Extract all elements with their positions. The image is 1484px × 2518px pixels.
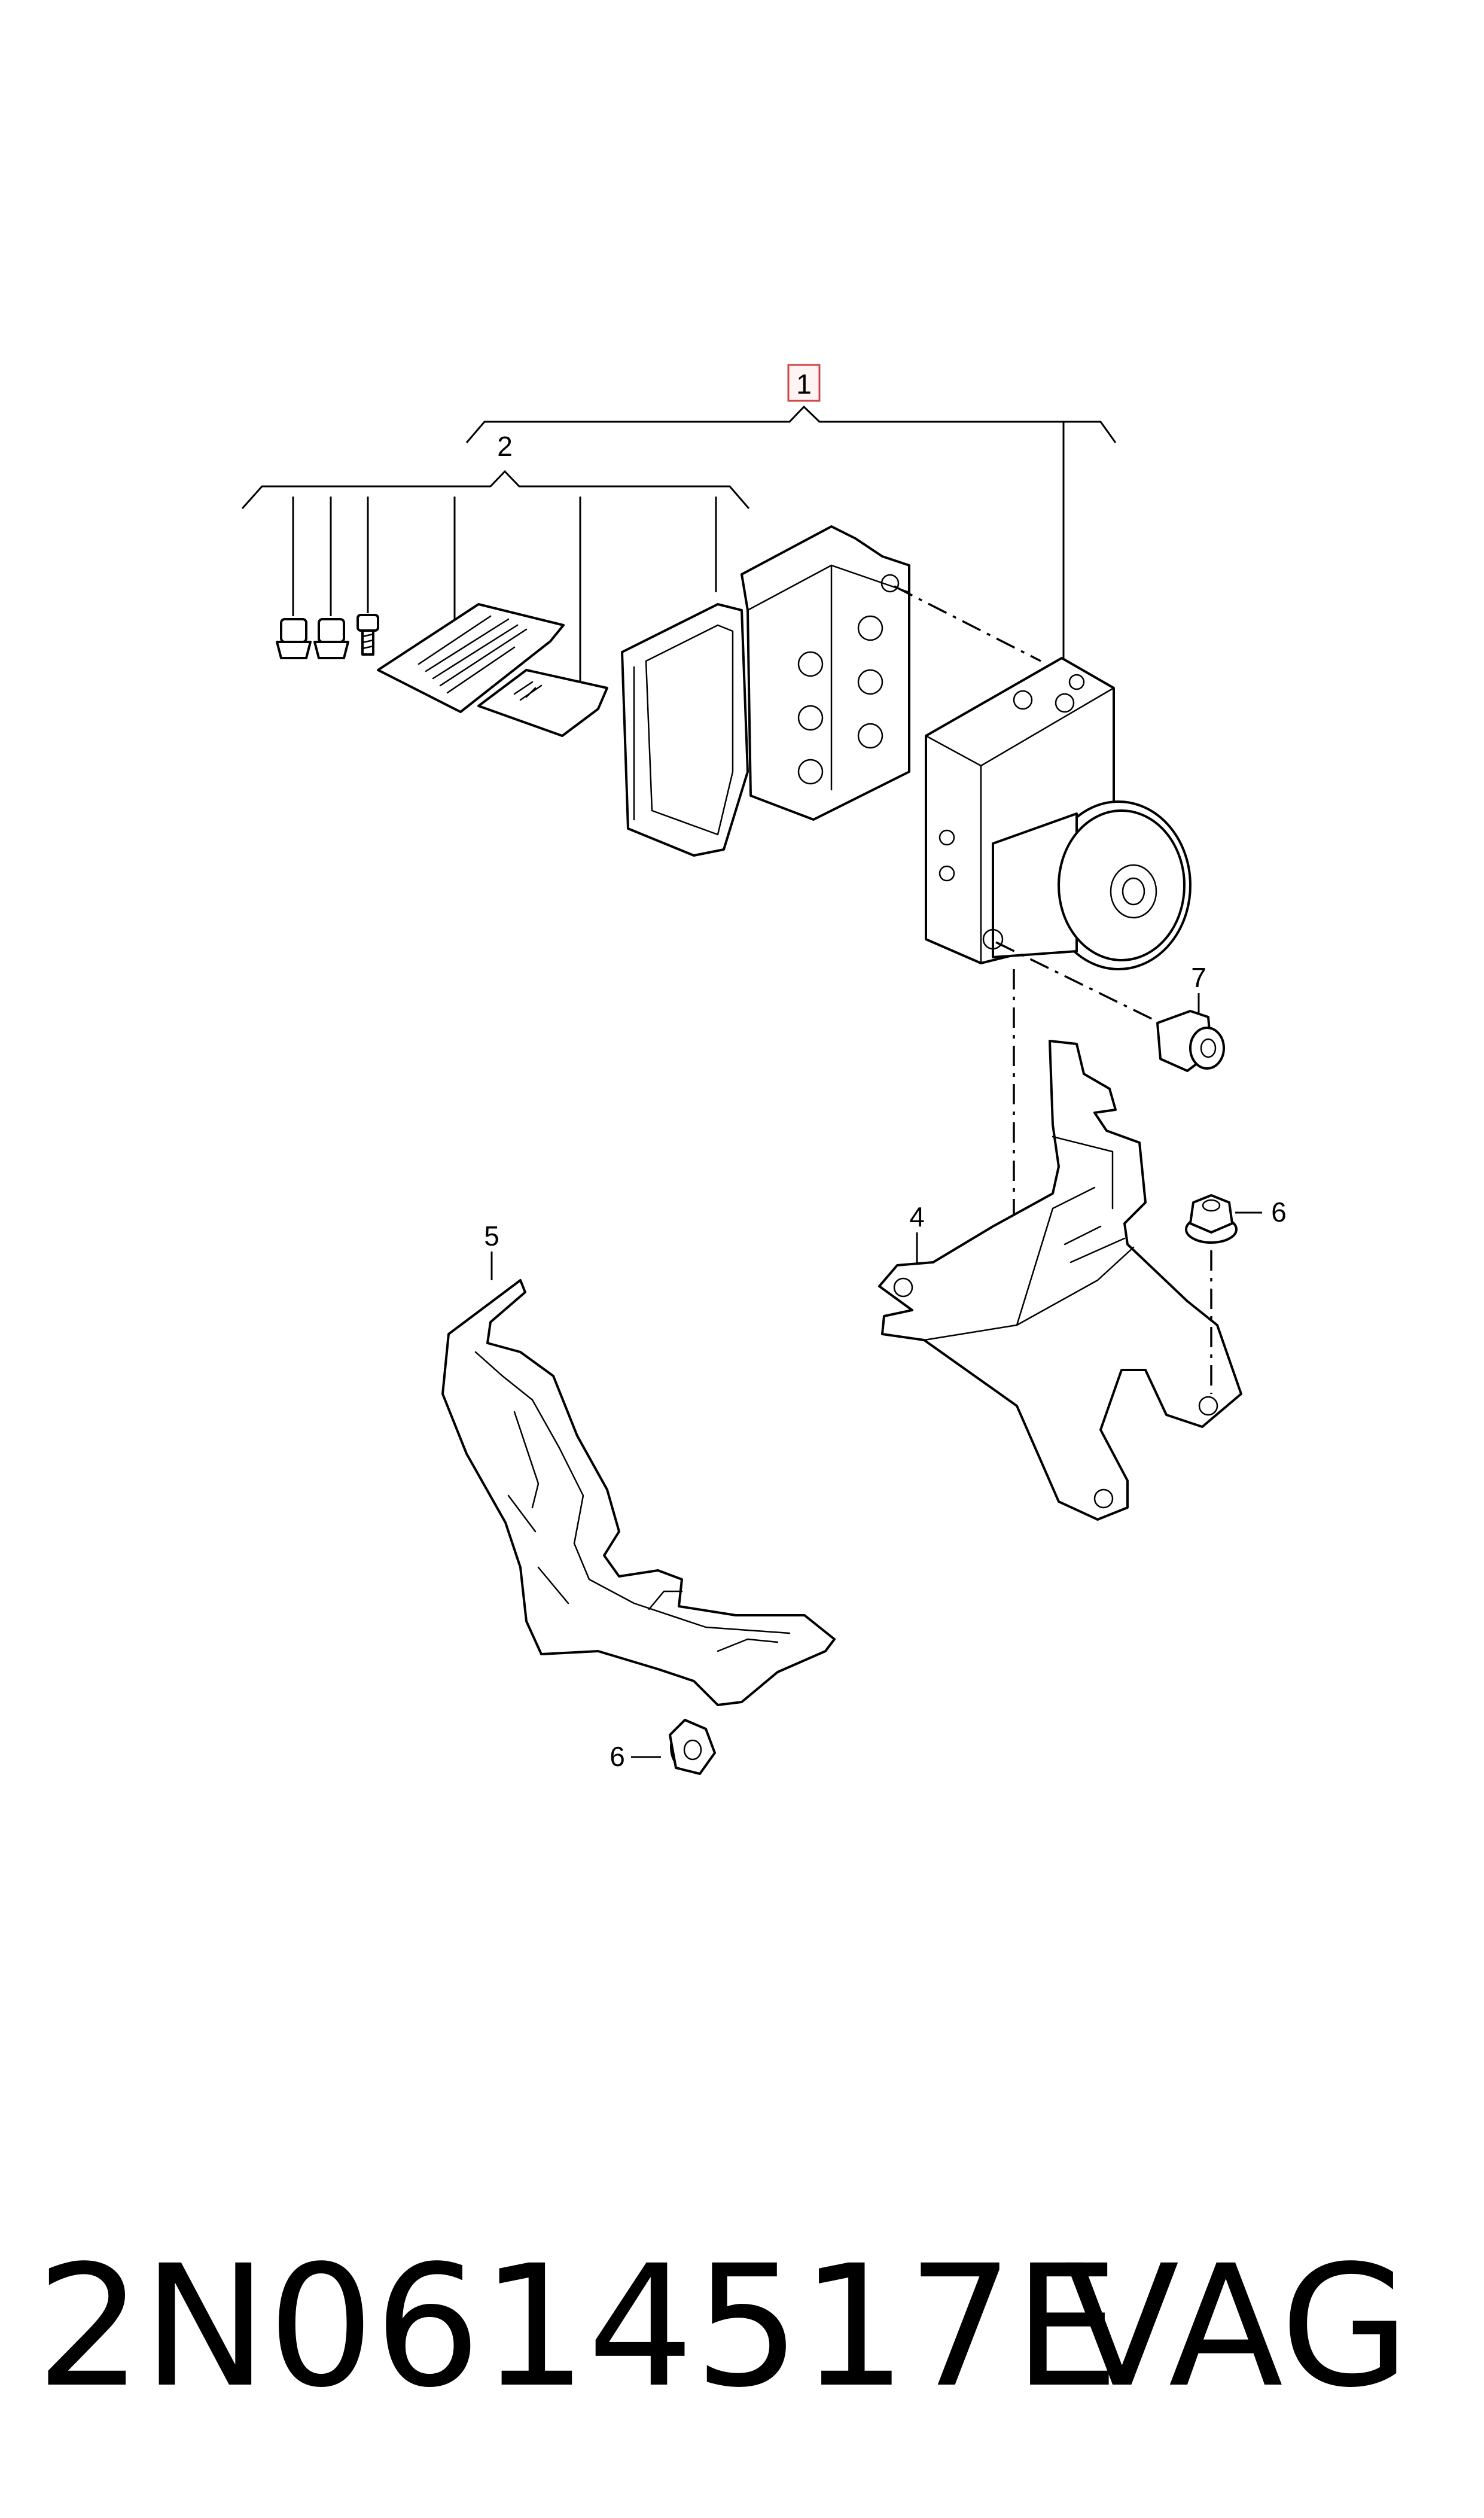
label-sticker-icon[interactable]	[477, 669, 608, 737]
brand-name: VAG	[1065, 2230, 1410, 2425]
callout-6-upper-label: 6	[1271, 1196, 1287, 1228]
bolt-icon[interactable]	[356, 614, 379, 656]
caption: 2N0614517EVAG	[36, 2213, 1459, 2441]
callout-5-label: 5	[484, 1220, 499, 1252]
flange-nut-upper-icon[interactable]	[1185, 1194, 1238, 1244]
bracket-2	[241, 470, 750, 509]
grommet-icon[interactable]	[1156, 1010, 1225, 1072]
callout-7-group[interactable]: 7	[1191, 962, 1206, 1017]
flange-nut-lower-icon[interactable]	[669, 1719, 716, 1775]
callout-6-lower-label: 6	[610, 1741, 625, 1772]
screw-b-icon[interactable]	[313, 618, 349, 659]
heat-shield-icon[interactable]	[441, 1279, 836, 1706]
mounting-bracket-icon[interactable]	[878, 1040, 1242, 1521]
callout-6-upper-group[interactable]: 6	[1235, 1196, 1287, 1228]
instruction-sheet-icon[interactable]	[377, 603, 565, 713]
screw-a-icon[interactable]	[276, 618, 312, 659]
callout-2-group[interactable]: 2	[241, 431, 750, 682]
callout-7-label: 7	[1191, 962, 1206, 993]
callout-1-highlight-box	[787, 364, 821, 402]
callout-6-lower-group[interactable]: 6	[610, 1741, 661, 1772]
callout-5-group[interactable]: 5	[484, 1220, 499, 1280]
callout-4-group[interactable]: 4	[909, 1201, 925, 1265]
callout-2-label: 2	[497, 431, 513, 462]
callout-1-group[interactable]: 1	[465, 364, 1117, 682]
callout-4-label: 4	[909, 1201, 925, 1232]
guide-line-upper	[894, 585, 1041, 662]
bracket-1	[465, 405, 1117, 443]
control-unit-icon[interactable]	[621, 525, 910, 857]
callout-1-label: 1	[796, 369, 812, 400]
guide-line-to-grommet	[995, 941, 1167, 1027]
hydraulic-unit-icon[interactable]	[925, 657, 1192, 970]
part-number: 2N0614517E	[36, 2230, 1120, 2425]
